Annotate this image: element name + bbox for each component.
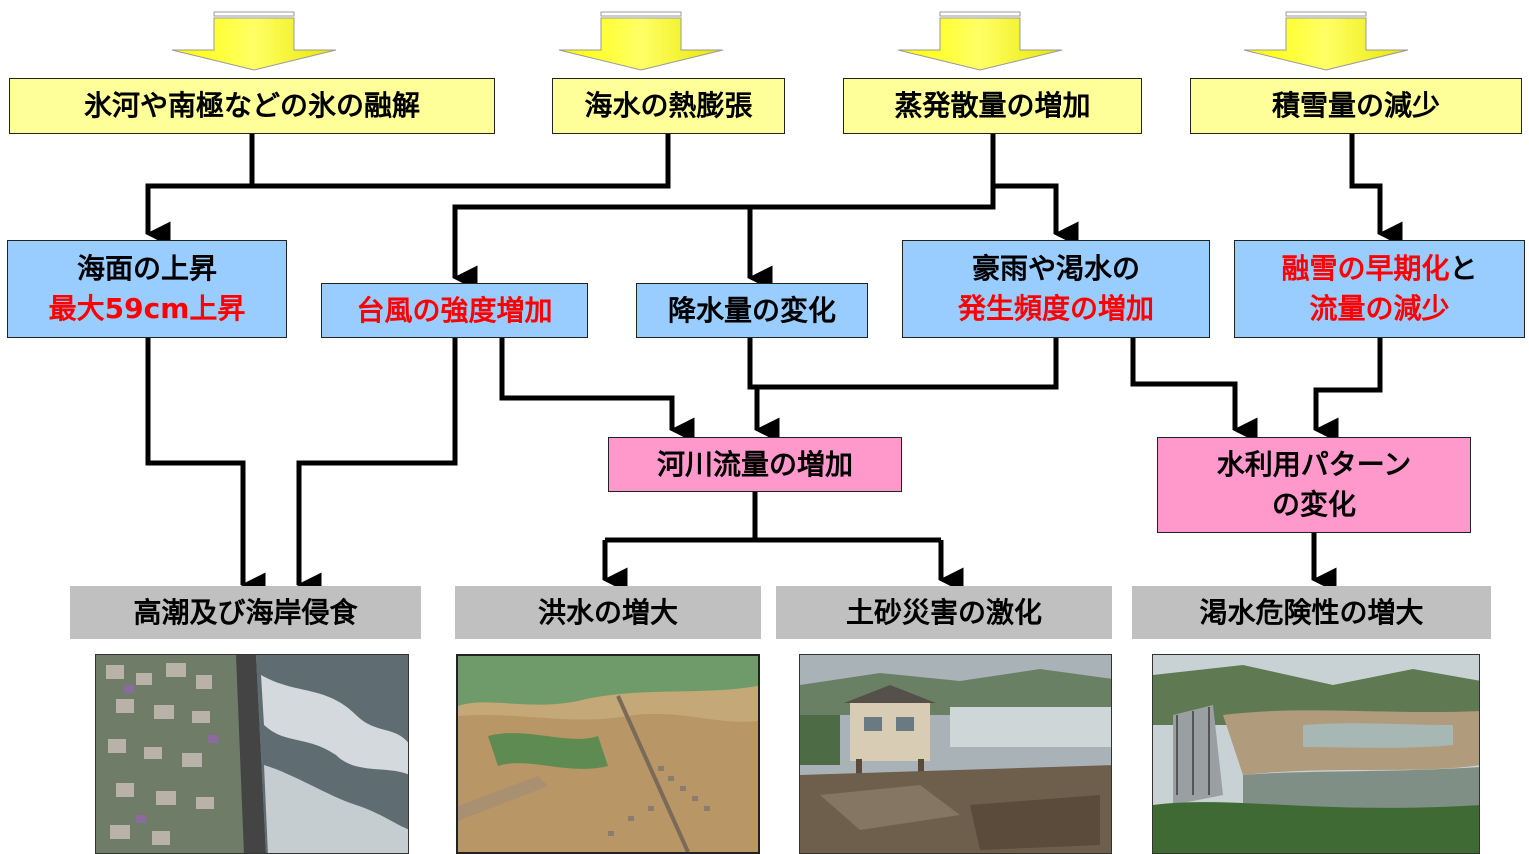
impact-landslide: 土砂災害の激化 bbox=[776, 586, 1112, 639]
intermediate-label: 水利用パターン bbox=[1216, 448, 1412, 481]
effect-label: 降水量の変化 bbox=[667, 293, 836, 327]
cause-ice-melt: 氷河や南極などの氷の融解 bbox=[9, 78, 495, 134]
flood-photo bbox=[456, 654, 760, 854]
cause-label: 海水の熱膨張 bbox=[584, 89, 753, 122]
input-arrow-icon bbox=[558, 11, 724, 71]
intermediate-label: 河川流量の増加 bbox=[656, 447, 853, 481]
impact-drought-risk: 渇水危険性の増大 bbox=[1132, 586, 1491, 639]
effect-highlight: 融雪の早期化 bbox=[1281, 252, 1450, 285]
impact-storm-surge: 高潮及び海岸侵食 bbox=[70, 586, 421, 639]
cause-label: 蒸発散量の増加 bbox=[894, 89, 1091, 122]
landslide-photo bbox=[799, 654, 1112, 854]
effect-label: と bbox=[1449, 252, 1478, 285]
river-flow-increase: 河川流量の増加 bbox=[608, 437, 902, 492]
intermediate-label: の変化 bbox=[1271, 488, 1356, 521]
effect-highlight: 発生頻度の増加 bbox=[957, 292, 1154, 325]
effect-sea-level-rise: 海面の上昇 最大59cm上昇 bbox=[7, 240, 287, 338]
coastal-erosion-photo bbox=[95, 654, 409, 854]
impact-label: 高潮及び海岸侵食 bbox=[133, 595, 358, 629]
cause-snow-reduction: 積雪量の減少 bbox=[1190, 78, 1522, 134]
input-arrow-icon bbox=[897, 11, 1063, 71]
cause-evapotranspiration: 蒸発散量の増加 bbox=[843, 78, 1142, 134]
effect-precipitation-change: 降水量の変化 bbox=[636, 283, 868, 338]
water-use-pattern-change: 水利用パターン の変化 bbox=[1157, 437, 1471, 533]
cause-label: 氷河や南極などの氷の融解 bbox=[83, 89, 420, 122]
cause-thermal-expansion: 海水の熱膨張 bbox=[552, 78, 785, 134]
effect-highlight: 最大59cm上昇 bbox=[48, 292, 246, 325]
effect-label: 豪雨や渇水の bbox=[971, 252, 1140, 285]
cause-label: 積雪量の減少 bbox=[1271, 89, 1440, 122]
effect-snowmelt: 融雪の早期化と 流量の減少 bbox=[1234, 240, 1525, 338]
drought-dam-photo bbox=[1152, 654, 1480, 854]
effect-heavy-rain-drought: 豪雨や渇水の 発生頻度の増加 bbox=[902, 240, 1210, 338]
effect-typhoon-intensity: 台風の強度増加 bbox=[321, 283, 588, 338]
effect-label: 海面の上昇 bbox=[76, 252, 217, 285]
impact-label: 洪水の増大 bbox=[537, 595, 678, 629]
input-arrow-icon bbox=[1243, 11, 1409, 71]
impact-label: 渇水危険性の増大 bbox=[1199, 595, 1424, 629]
effect-highlight: 流量の減少 bbox=[1309, 292, 1450, 325]
input-arrow-icon bbox=[171, 11, 337, 71]
effect-highlight: 台風の強度増加 bbox=[356, 293, 553, 327]
impact-flood: 洪水の増大 bbox=[455, 586, 761, 639]
impact-label: 土砂災害の激化 bbox=[845, 595, 1042, 629]
